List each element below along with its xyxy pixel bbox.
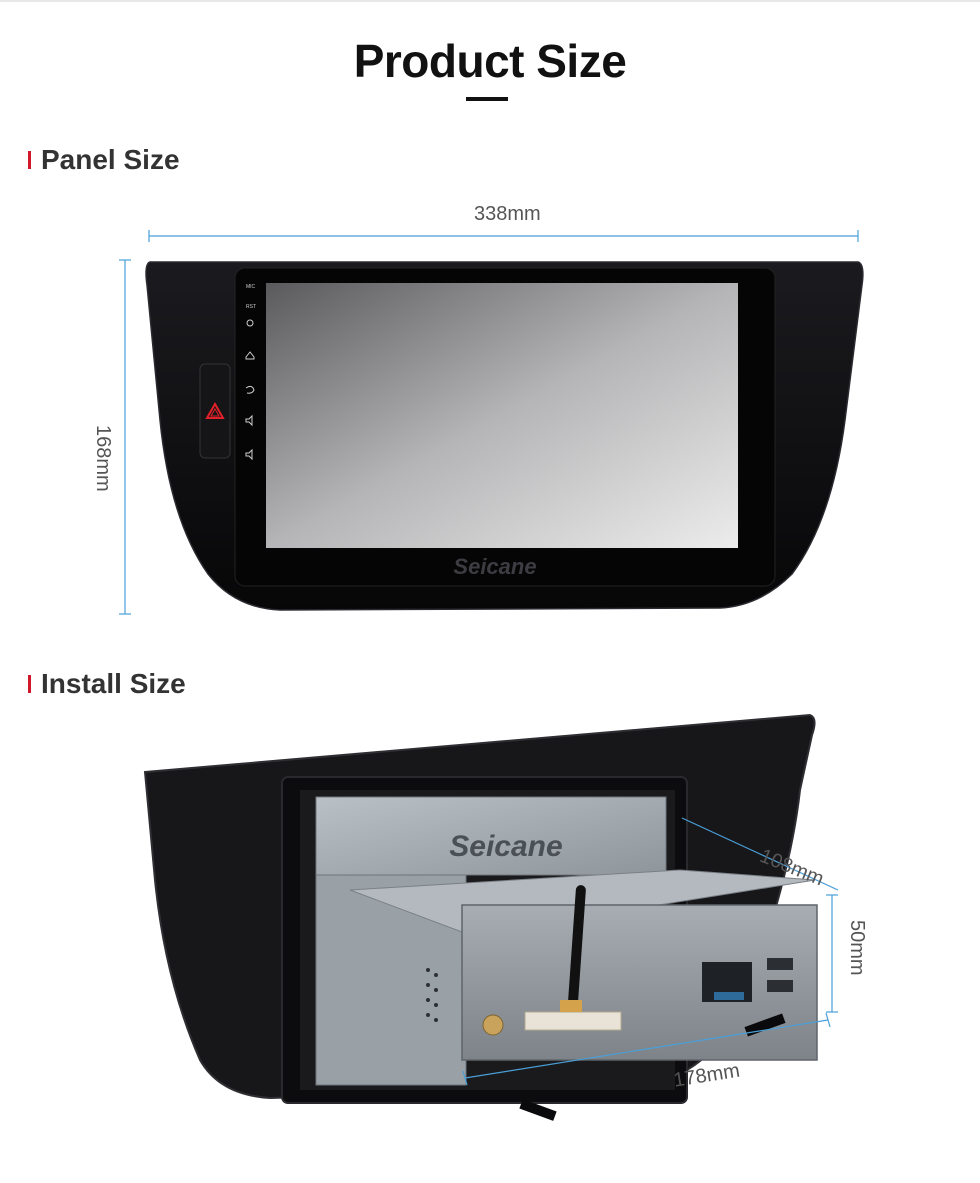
usb-port-icon [767, 958, 793, 970]
mic-label: MIC [246, 284, 256, 290]
unit-rear-panel [461, 904, 818, 1061]
panel-width-dimension [148, 230, 859, 242]
power-icon [246, 319, 254, 327]
unit-top [315, 796, 667, 876]
install-size-heading-text: Install Size [41, 668, 186, 699]
install-height-label: 50mm [846, 920, 868, 976]
panel-width-label: 338mm [474, 203, 541, 225]
harness-socket-icon [524, 1011, 622, 1031]
install-size-heading: Install Size [28, 668, 186, 700]
accent-bar [28, 675, 31, 693]
panel-size-heading: Panel Size [28, 144, 180, 176]
install-illustration: Seicane [143, 713, 818, 1121]
rst-label[interactable]: RST [246, 304, 256, 310]
volume-down-icon [245, 448, 253, 461]
home-icon [245, 351, 255, 360]
back-icon [245, 385, 255, 394]
install-width-dimension [462, 1012, 831, 1086]
hazard-triangle-icon [205, 401, 225, 419]
page-title: Product Size [353, 35, 627, 87]
volume-up-icon [245, 414, 253, 427]
usb-port-icon [767, 980, 793, 992]
unit-brand-logo: Seicane [449, 830, 562, 863]
panel-size-heading-text: Panel Size [41, 144, 180, 175]
title-underline [466, 97, 508, 101]
hazard-button[interactable] [199, 363, 231, 459]
brand-logo: Seicane [453, 554, 536, 579]
panel-height-dimension [119, 259, 131, 615]
display-screen [266, 283, 738, 548]
accent-bar [28, 151, 31, 169]
wifi-antenna-icon [568, 885, 586, 1005]
antenna-socket-icon [482, 1014, 504, 1036]
install-height-dimension [826, 894, 838, 1013]
install-depth-dimension [681, 817, 839, 891]
top-divider [0, 0, 980, 2]
side-buttons: MIC RST [245, 284, 256, 461]
panel-height-label: 168mm [92, 425, 114, 492]
